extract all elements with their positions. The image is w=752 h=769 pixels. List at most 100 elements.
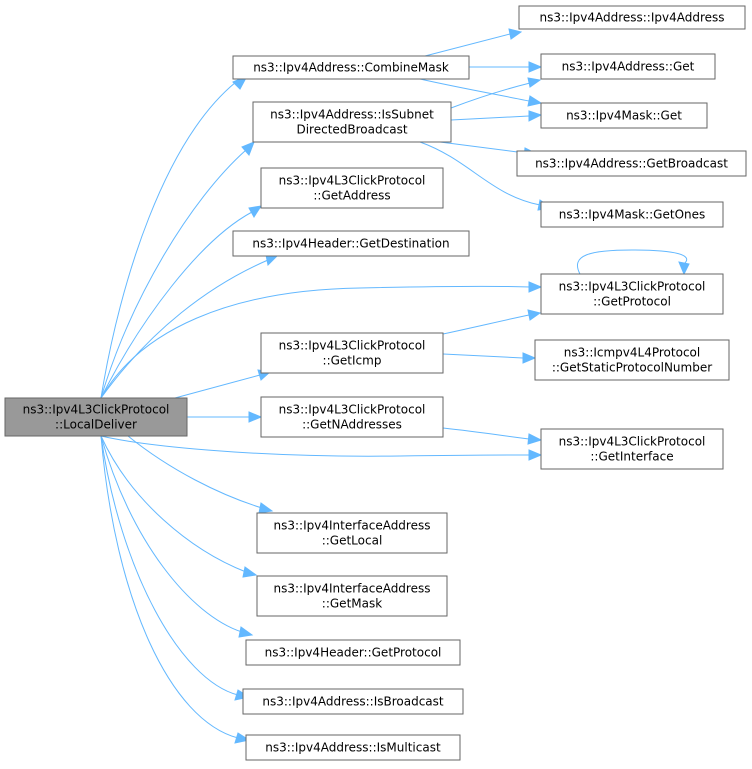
edge-line [424,33,511,57]
edge-getnaddresses-to-getinterface [442,427,543,445]
node-box [252,101,452,143]
edge-line [100,435,247,573]
edge-arrowhead [527,77,542,88]
node-label: ns3::Icmpv4L4Protocol [564,346,700,360]
edge-issubnet-to-maskget [450,110,543,122]
edge-geticmp-to-getprotocol [442,309,542,335]
node-box [242,688,464,715]
edge-root-to-combinemask [100,74,249,399]
edge-line [100,435,530,457]
node-label: ::LocalDeliver [55,418,137,432]
edge-root-to-ismulticast [100,435,251,744]
node-box [540,273,724,315]
node-label: ::GetMask [322,597,382,611]
node-root: ns3::Ipv4L3ClickProtocol::LocalDeliver [4,397,188,437]
edge-arrowhead [528,281,543,293]
edge-line [419,78,530,102]
edge-root-to-geticmp [174,369,272,399]
edge-root-to-getmask [100,435,258,578]
edge-root-to-getinterface [100,435,543,461]
edge-arrowhead [248,205,263,218]
node-label: ns3::Ipv4Mask::Get [566,109,682,123]
node-ipv4address[interactable]: ns3::Ipv4Address::Ipv4Address [518,5,746,30]
node-getprotocol[interactable]: ns3::Ipv4L3ClickProtocol::GetProtocol [540,273,724,315]
node-label: ns3::Ipv4L3ClickProtocol [559,435,706,449]
node-box [245,639,461,666]
node-box [260,332,444,374]
edge-arrowhead [527,309,542,321]
node-label: ns3::Ipv4Address::CombineMask [253,61,449,75]
node-box [540,102,708,129]
node-getstatic[interactable]: ns3::Icmpv4L4Protocol::GetStaticProtocol… [534,339,730,381]
edge-arrowhead [248,411,263,423]
node-getaddress[interactable]: ns3::Ipv4L3ClickProtocol::GetAddress [260,167,444,209]
edge-line [174,374,261,399]
node-label: ns3::Ipv4Address::IsSubnet [270,108,434,122]
node-getnaddresses[interactable]: ns3::Ipv4L3ClickProtocol::GetNAddresses [260,396,444,438]
node-label: ::GetAddress [313,189,390,203]
node-label: ::GetLocal [322,534,383,548]
node-box [256,512,448,554]
edge-arrowhead [522,352,537,364]
node-ismulticast[interactable]: ns3::Ipv4Address::IsMulticast [245,734,461,761]
edge-arrowhead [238,626,254,638]
edge-issubnet-to-addrget [450,77,542,109]
node-box [260,167,444,209]
edge-arrowhead [678,261,690,276]
edge-root-to-getlocal [127,435,274,514]
edges-layer [100,28,690,744]
node-label: ::GetInterface [590,450,673,464]
edge-root-to-getaddress [100,205,263,399]
edge-arrowhead [527,95,543,107]
edge-line [442,353,524,359]
edge-line [442,314,530,335]
edge-geticmp-to-getstatic [442,352,537,364]
node-isbroadcast[interactable]: ns3::Ipv4Address::IsBroadcast [242,688,464,715]
node-combinemask[interactable]: ns3::Ipv4Address::CombineMask [232,55,470,80]
edge-root-to-getprotocol [100,281,543,399]
edge-arrowhead [528,449,543,461]
edge-root-to-issubnet [100,141,255,399]
edge-line [450,115,530,121]
node-box [4,397,188,437]
node-box [245,734,461,761]
node-label: ::GetProtocol [593,295,671,309]
node-label: ns3::Ipv4Address::Ipv4Address [539,11,724,25]
node-hdrgetprotocol[interactable]: ns3::Ipv4Header::GetProtocol [245,639,461,666]
node-label: ns3::Ipv4L3ClickProtocol [279,403,426,417]
node-label: ns3::Ipv4InterfaceAddress [274,582,431,596]
node-getmask[interactable]: ns3::Ipv4InterfaceAddress::GetMask [256,575,448,617]
edge-line [100,285,531,399]
node-label: ns3::Ipv4Header::GetDestination [252,237,449,251]
node-box [260,396,444,438]
node-label: ns3::Ipv4L3ClickProtocol [559,280,706,294]
node-label: ns3::Ipv4Mask::GetOnes [559,208,706,222]
edge-arrowhead [528,61,543,73]
edge-line [100,81,237,399]
edge-line [419,141,541,206]
node-addrget[interactable]: ns3::Ipv4Address::Get [540,53,716,80]
node-getbroadcast[interactable]: ns3::Ipv4Address::GetBroadcast [516,150,747,177]
node-getlocal[interactable]: ns3::Ipv4InterfaceAddress::GetLocal [256,512,448,554]
node-issubnet[interactable]: ns3::Ipv4Address::IsSubnetDirectedBroadc… [252,101,452,143]
node-geticmp[interactable]: ns3::Ipv4L3ClickProtocol::GetIcmp [260,332,444,374]
edge-arrowhead [528,110,543,122]
node-box [232,55,470,80]
edge-arrowhead [258,502,274,514]
node-getones[interactable]: ns3::Ipv4Mask::GetOnes [540,201,724,228]
edge-arrowhead [242,566,258,578]
edge-root-to-getdestination [100,254,280,399]
node-maskget[interactable]: ns3::Ipv4Mask::Get [540,102,708,129]
node-box [518,5,746,30]
node-getinterface[interactable]: ns3::Ipv4L3ClickProtocol::GetInterface [540,428,724,470]
node-getdestination[interactable]: ns3::Ipv4Header::GetDestination [232,230,470,257]
node-label: ns3::Ipv4InterfaceAddress [274,519,431,533]
node-label: ns3::Ipv4L3ClickProtocol [23,403,170,417]
edge-arrowhead [527,433,543,445]
edge-arrowhead [241,141,255,156]
node-label: ns3::Ipv4Address::GetBroadcast [535,157,728,171]
edge-line [100,259,269,399]
edge-line [100,435,239,739]
edge-arrowhead [508,28,523,40]
